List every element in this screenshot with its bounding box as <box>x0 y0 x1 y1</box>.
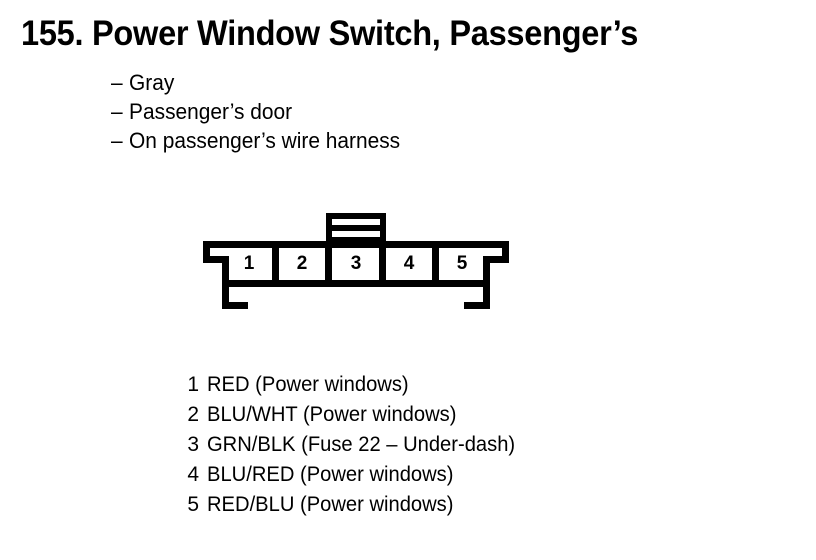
pin-legend-number: 2 <box>187 403 199 426</box>
list-item-label: Gray <box>129 70 175 95</box>
connector-outline-svg <box>203 213 509 309</box>
pin-legend-number: 5 <box>187 493 199 516</box>
dash-icon: – <box>111 128 123 153</box>
pin-legend-list: 1 RED (Power windows) 2 BLU/WHT (Power win… <box>181 370 528 520</box>
list-item-label: On passenger’s wire harness <box>129 128 401 153</box>
connector-pin-dividers <box>272 241 439 287</box>
pin-legend-row: 3 GRN/BLK (Fuse 22 – Under-dash) <box>181 430 528 460</box>
pin-legend-description: BLU/RED (Power windows) <box>207 463 454 486</box>
pin-legend-row: 4 BLU/RED (Power windows) <box>181 460 528 490</box>
page-title: 155. Power Window Switch, Passenger’s <box>21 14 639 53</box>
pin-legend-row: 1 RED (Power windows) <box>181 370 528 400</box>
list-item-label: Passenger’s door <box>129 99 293 124</box>
pin-legend-number: 1 <box>187 373 199 396</box>
pin-legend-description: RED (Power windows) <box>207 373 409 396</box>
pin-legend-description: GRN/BLK (Fuse 22 – Under-dash) <box>207 433 516 456</box>
dash-icon: – <box>111 99 123 124</box>
pin-legend-description: BLU/WHT (Power windows) <box>207 403 457 426</box>
connector-body-bottom-edge <box>229 280 483 287</box>
pin-legend-description: RED/BLU (Power windows) <box>207 493 454 516</box>
list-item: –Passenger’s door <box>111 97 400 126</box>
connector-locking-tab <box>326 213 386 246</box>
connector-left-flange <box>203 241 248 309</box>
connector-right-flange <box>464 241 509 309</box>
list-item: –On passenger’s wire harness <box>111 126 400 155</box>
list-item: –Gray <box>111 68 400 97</box>
pin-legend-row: 5 RED/BLU (Power windows) <box>181 490 528 520</box>
connector-notes-list: –Gray –Passenger’s door –On passenger’s … <box>111 68 415 155</box>
dash-icon: – <box>111 70 123 95</box>
pin-legend-number: 3 <box>187 433 199 456</box>
pin-legend-row: 2 BLU/WHT (Power windows) <box>181 400 528 430</box>
connector-body-top-edge <box>203 241 509 248</box>
pin-legend-number: 4 <box>187 463 199 486</box>
connector-diagram: 1 2 3 4 5 <box>200 208 512 314</box>
